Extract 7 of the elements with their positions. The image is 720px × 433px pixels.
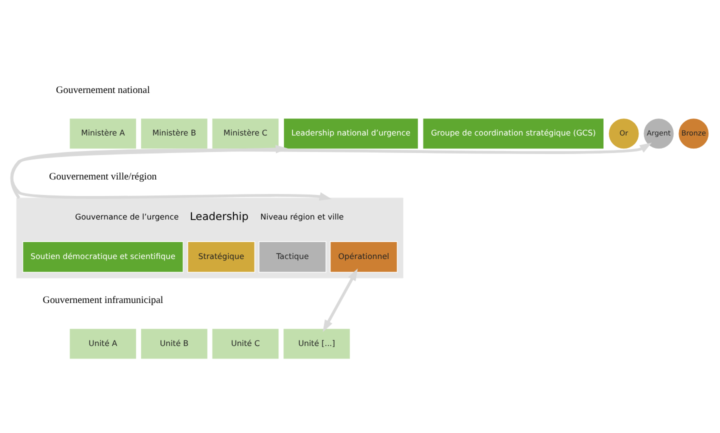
arrow <box>322 268 358 332</box>
node-circle: Bronze <box>678 117 710 149</box>
label: Gouvernement national <box>56 84 150 96</box>
label: Gouvernement inframunicipal <box>42 294 164 306</box>
label: Gouvernement ville/région <box>49 171 157 182</box>
node-circle: Or <box>608 117 640 149</box>
node-circle: Argent <box>643 117 674 149</box>
